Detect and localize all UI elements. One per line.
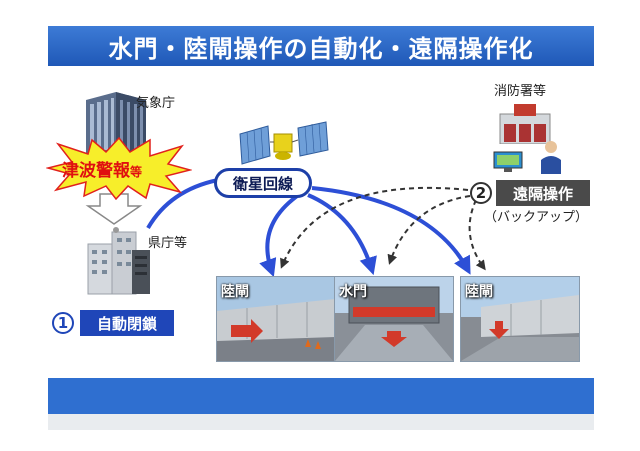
solid-arrow-right — [311, 186, 471, 275]
footer-bar — [48, 378, 594, 414]
land-gate-left-image — [217, 277, 335, 361]
prefecture-label: 県庁等 — [148, 236, 188, 251]
dashed-arrow-left — [280, 186, 469, 269]
auto-number-badge: 1 — [52, 312, 74, 334]
solid-arrow-middle — [307, 193, 377, 276]
photo-label-right: 陸閘 — [465, 284, 493, 300]
tsunami-warning-suffix: 等 — [130, 165, 143, 179]
remote-operation-box: 遠隔操作 — [496, 180, 590, 206]
photo-land-gate-left: 陸閘 — [216, 276, 336, 362]
water-gate-image — [335, 277, 453, 361]
remote-number-badge: 2 — [470, 182, 492, 204]
satellite-icon — [239, 121, 329, 165]
fire-station-icon — [499, 104, 551, 144]
prefecture-building-icon — [87, 227, 150, 295]
solid-arrow-left — [259, 192, 302, 278]
page-title: 水門・陸閘操作の自動化・遠隔操作化 — [48, 26, 594, 66]
land-gate-right-image — [461, 277, 579, 361]
jma-label: 気象庁 — [136, 96, 176, 111]
photo-label-left: 陸閘 — [221, 284, 249, 300]
jma-building-icon — [86, 92, 146, 156]
satellite-to-prefecture-line — [146, 178, 219, 230]
monitor-icon — [493, 151, 523, 172]
auto-closure-box: 自動閉鎖 — [80, 310, 174, 336]
operator-icon — [541, 141, 561, 174]
tsunami-warning-text: 津波警報 — [62, 161, 130, 181]
starburst-icon — [46, 136, 192, 200]
dashed-arrow-middle — [387, 195, 471, 265]
backup-label: （バックアップ） — [484, 210, 589, 225]
tsunami-warning-label: 津波警報等 — [62, 156, 142, 181]
hollow-down-arrow — [85, 193, 143, 225]
dashed-arrow-right — [468, 199, 486, 271]
photo-land-gate-right: 陸閘 — [460, 276, 580, 362]
footer-strip — [48, 414, 594, 430]
photo-water-gate: 水門 — [334, 276, 454, 362]
satellite-line-box: 衛星回線 — [214, 168, 312, 198]
photo-label-middle: 水門 — [339, 284, 367, 300]
fire-dept-label: 消防署等 — [494, 84, 547, 99]
